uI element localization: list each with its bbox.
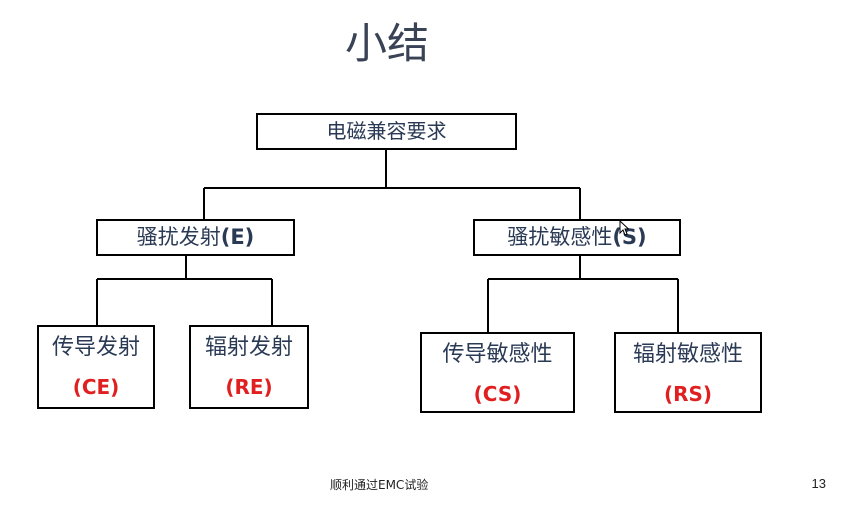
leaf-radiated-emission: 辐射发射 (RE) [189, 325, 309, 409]
page-number: 13 [811, 476, 826, 491]
leaf-re-abbr: (RE) [225, 375, 273, 399]
node-emission: 骚扰发射(E) [96, 219, 295, 256]
leaf-conducted-susceptibility: 传导敏感性 (CS) [420, 332, 575, 413]
leaf-ce-label: 传导发射 [51, 335, 140, 360]
node-emission-label: 骚扰发射 [136, 225, 221, 249]
node-susceptibility-abbr: (S) [612, 225, 647, 249]
root-node-label: 电磁兼容要求 [326, 119, 447, 143]
leaf-rs-label: 辐射敏感性 [632, 342, 743, 367]
leaf-cs-abbr: (CS) [473, 382, 522, 406]
leaf-re-label: 辐射发射 [204, 335, 293, 360]
slide-footer: 顺利通过EMC试验 [330, 478, 429, 492]
node-emission-abbr: (E) [220, 225, 255, 249]
root-node-emc-requirements: 电磁兼容要求 [256, 113, 517, 150]
node-susceptibility-label: 骚扰敏感性 [507, 225, 613, 249]
leaf-cs-label: 传导敏感性 [442, 342, 553, 367]
leaf-radiated-susceptibility: 辐射敏感性 (RS) [614, 332, 762, 413]
slide-title: 小结 [345, 19, 430, 68]
leaf-rs-abbr: (RS) [663, 382, 713, 406]
leaf-ce-abbr: (CE) [72, 375, 120, 399]
leaf-conducted-emission: 传导发射 (CE) [37, 325, 155, 409]
node-susceptibility: 骚扰敏感性(S) [473, 219, 681, 256]
mouse-pointer-icon [619, 220, 629, 236]
